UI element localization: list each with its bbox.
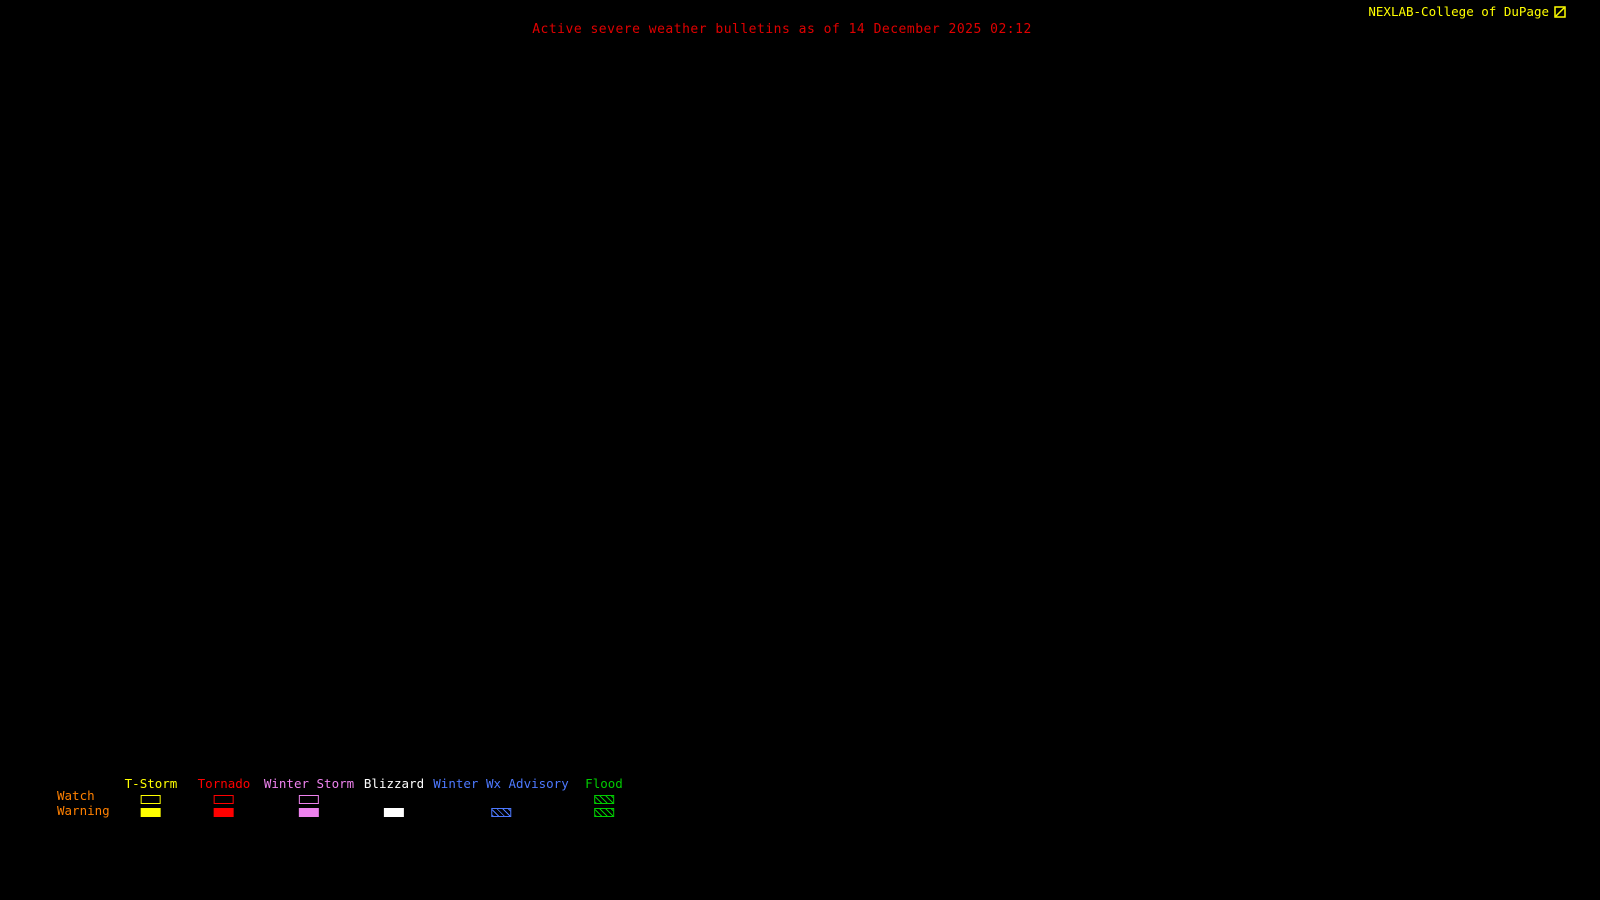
legend-label-tornado: Tornado <box>197 776 251 791</box>
legend-column-winter-wx-advisory: Winter Wx Advisory <box>433 776 569 817</box>
legend-column-tornado: Tornado <box>197 776 251 817</box>
legend-column-tstorm: T-Storm <box>124 776 178 817</box>
branding-text: NEXLAB-College of DuPage <box>1368 4 1549 19</box>
legend-label-flood: Flood <box>585 776 623 791</box>
legend: Watch Warning T-Storm Tornado Winter Sto… <box>0 776 720 836</box>
tstorm-warning-swatch <box>141 808 161 817</box>
bulletin-title: Active severe weather bulletins as of 14… <box>532 22 1032 37</box>
legend-column-winter-storm: Winter Storm <box>264 776 354 817</box>
flood-watch-swatch <box>593 795 614 804</box>
winter-storm-warning-swatch <box>299 808 319 817</box>
winter-storm-watch-swatch <box>299 795 319 804</box>
site-logo-icon <box>1554 5 1566 18</box>
tornado-warning-swatch <box>214 808 234 817</box>
legend-label-blizzard: Blizzard <box>363 776 425 791</box>
winter-wx-advisory-warning-swatch <box>491 808 511 817</box>
tstorm-watch-swatch <box>141 795 161 804</box>
site-branding: NEXLAB-College of DuPage <box>1368 4 1566 19</box>
blizzard-warning-swatch <box>384 808 404 817</box>
legend-column-blizzard: Blizzard <box>364 776 424 817</box>
legend-label-winter-storm: Winter Storm <box>263 776 355 791</box>
legend-label-winter-wx-advisory: Winter Wx Advisory <box>433 776 569 791</box>
flood-warning-swatch <box>593 808 614 817</box>
legend-row-label-warning: Warning <box>57 803 110 818</box>
legend-row-label-watch: Watch <box>57 788 95 803</box>
legend-column-flood: Flood <box>585 776 623 817</box>
legend-label-tstorm: T-Storm <box>124 776 178 791</box>
tornado-watch-swatch <box>214 795 234 804</box>
